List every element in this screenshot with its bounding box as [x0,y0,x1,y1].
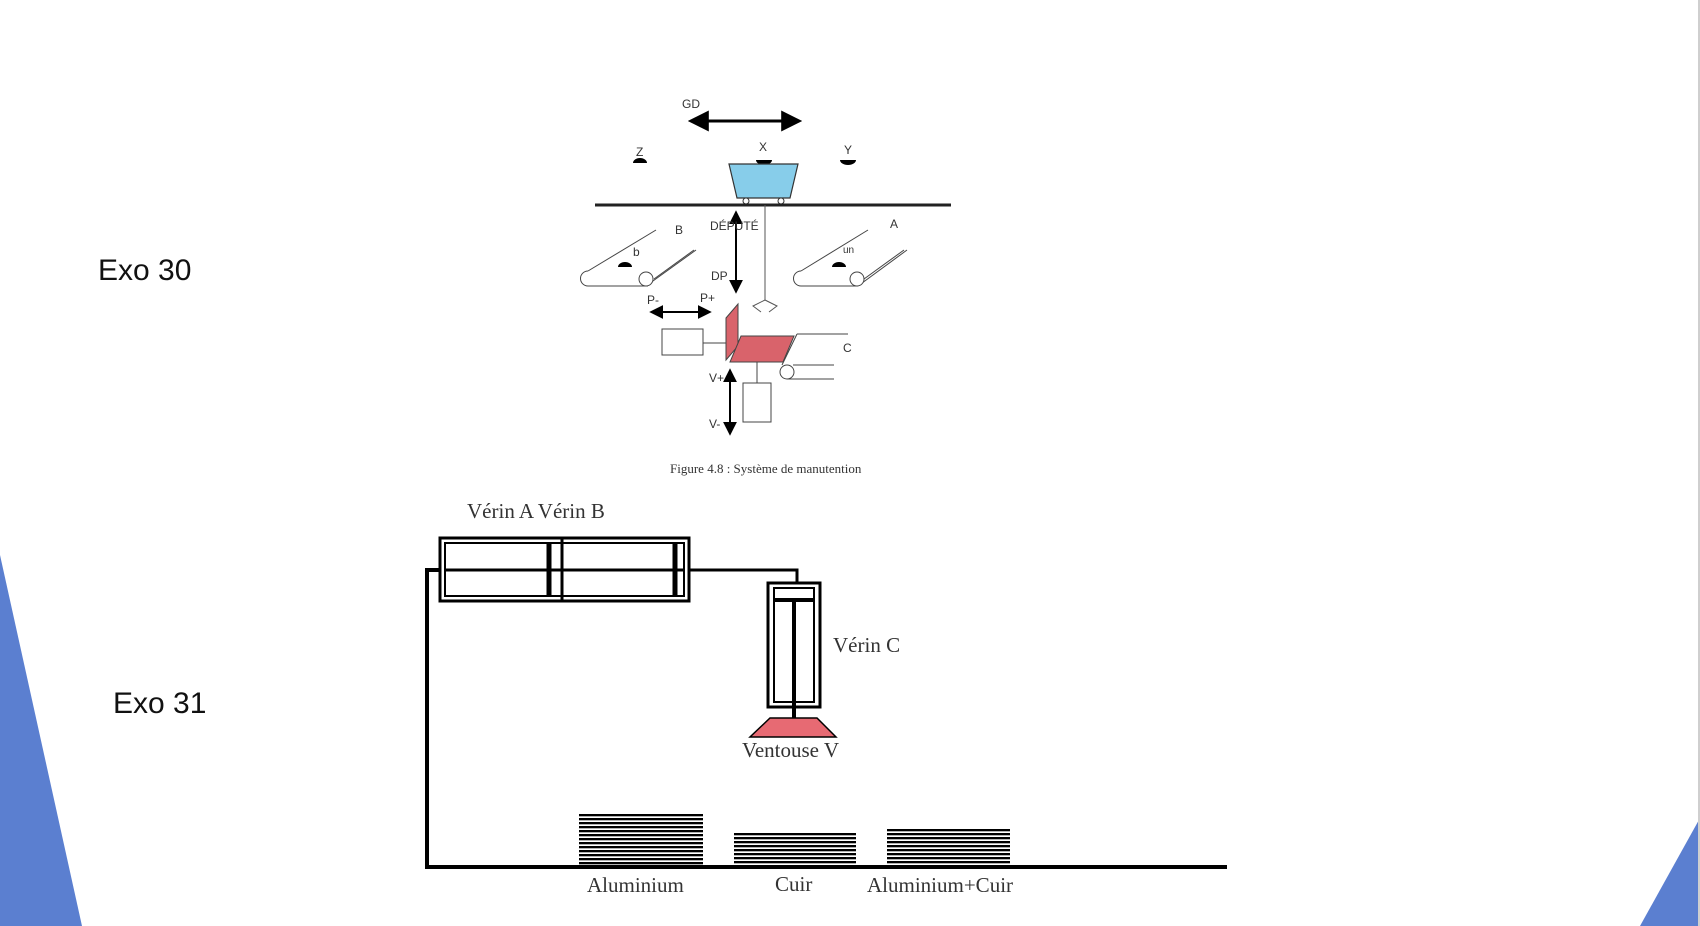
part-stacks [579,814,1010,865]
label-p-minus: P- [647,293,659,307]
label-ventouse: Ventouse V [742,738,839,762]
figure-pick-and-place: Vérin A Vérin B Vérin C Ventouse V Alumi… [425,499,1227,897]
lift-cylinder [742,382,772,423]
label-sensor-a: un [843,245,854,256]
lift-platform [729,335,795,363]
figure-handling-system: GD Z X Y DÉPUTÉ DP [580,97,951,476]
rod-to-cylinder-c [689,568,799,583]
exo-30-label: Exo 30 [98,254,192,287]
stack-aluminium-cuir [887,829,1010,864]
label-v-minus: V- [709,417,720,431]
conveyor-a [793,229,908,287]
label-verin-a-b: Vérin A Vérin B [467,499,605,523]
label-z: Z [636,145,643,159]
figure-caption: Figure 4.8 : Système de manutention [670,461,862,476]
sensor-a [832,262,846,267]
gripper-claw [752,299,778,313]
label-p-plus: P+ [700,291,715,305]
label-x: X [759,140,767,154]
left-corner-triangle [0,555,82,926]
label-verin-c: Vérin C [833,633,900,657]
label-conveyor-b: B [675,223,683,237]
sensor-z [633,158,647,163]
label-sensor-b: b [633,245,640,259]
exo-31-label: Exo 31 [113,687,207,720]
conveyor-c [779,333,848,380]
label-gd: GD [682,97,700,111]
label-aluminium-cuir: Aluminium+Cuir [867,873,1013,897]
stack-cuir [734,833,856,864]
suction-cup [748,717,838,738]
label-y: Y [844,143,852,157]
label-v-plus: V+ [709,371,724,385]
pusher-cylinder [661,328,704,356]
label-conveyor-a: A [890,217,898,231]
label-dp: DP [711,269,728,283]
cart [728,163,799,199]
sensor-y [840,160,856,165]
conveyor-b [580,229,697,287]
frame [425,568,1227,869]
right-corner-triangle [1640,818,1700,926]
sensor-b [618,262,632,267]
label-cuir: Cuir [775,872,812,896]
stack-aluminium [579,814,703,865]
label-conveyor-c: C [843,341,852,355]
label-aluminium: Aluminium [587,873,684,897]
label-depute: DÉPUTÉ [710,218,759,233]
